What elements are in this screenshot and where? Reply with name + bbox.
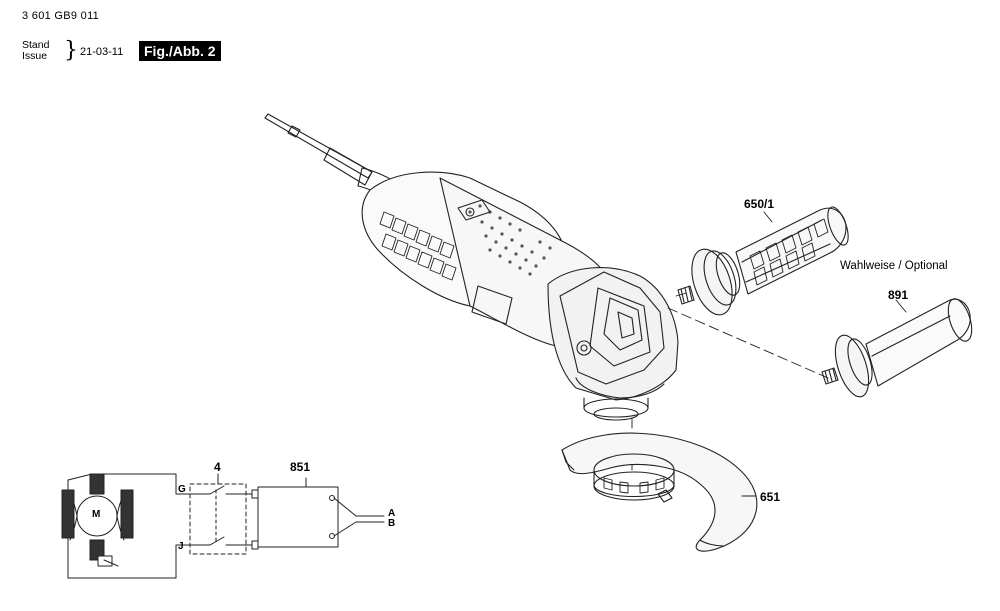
terminal-a-label: A	[388, 508, 396, 519]
leader-lines	[741, 211, 907, 497]
terminal-j-label: J	[178, 541, 184, 552]
brace-symbol: }	[64, 38, 78, 63]
callout-650-1: 650/1	[744, 197, 775, 211]
alignment-lines	[631, 291, 829, 471]
callout-851: 851	[290, 460, 311, 474]
side-handle-illustration	[821, 298, 973, 398]
motor-label: M	[92, 509, 101, 520]
callout-891: 891	[888, 288, 909, 302]
protection-guard-illustration	[561, 432, 758, 552]
callout-4: 4	[214, 460, 221, 474]
stand-issue-labels: Stand Issue	[22, 40, 49, 62]
terminal-b-label: B	[388, 518, 396, 529]
anti-vibration-handle-illustration	[677, 206, 849, 316]
issue-label: Issue	[22, 50, 48, 62]
issue-date: 21-03-11	[80, 46, 124, 58]
terminal-g-label: G	[178, 484, 186, 495]
callout-651: 651	[760, 490, 781, 504]
figure-label: Fig./Abb. 2	[139, 41, 221, 61]
angle-grinder-illustration	[264, 113, 679, 421]
stand-label: Stand	[22, 39, 50, 51]
document-number: 3 601 GB9 011	[22, 10, 100, 22]
optional-note: Wahlweise / Optional	[840, 260, 948, 272]
circuit-diagram	[61, 473, 385, 579]
